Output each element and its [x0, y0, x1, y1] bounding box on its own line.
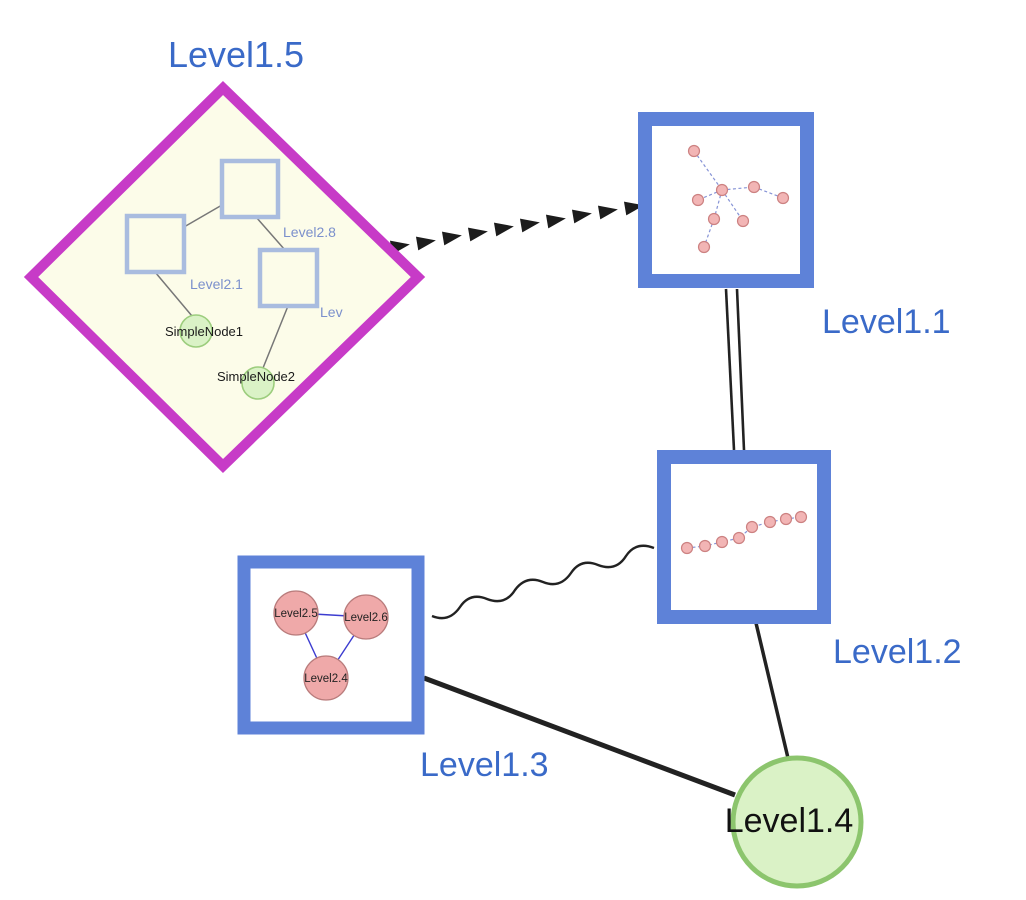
node-label-level2-5: Level2.5 [274, 608, 317, 620]
leaf-node[interactable] [736, 214, 750, 228]
inner-square-label-lev: Lev [320, 304, 343, 320]
inner-square-level2-1[interactable] [124, 213, 187, 275]
leaf-node[interactable] [779, 512, 793, 526]
node-label-level1-2: Level1.2 [833, 633, 962, 671]
leaf-node[interactable] [745, 520, 759, 534]
node-label-level1-4: Level1.4 [725, 802, 854, 840]
simple-node-1-label: SimpleNode1 [165, 324, 243, 339]
node-level2-5[interactable] [273, 590, 319, 636]
group-node-level1-3: Level2.5 Level2.6 Level2.4 [237, 555, 425, 735]
leaf-node[interactable] [707, 212, 721, 226]
edge-level1-3-level1-2-wavy[interactable] [431, 544, 655, 620]
leaf-node[interactable] [763, 515, 777, 529]
leaf-node[interactable] [715, 535, 729, 549]
simple-node-1[interactable] [179, 314, 213, 348]
level1-1-mini-graph [687, 144, 790, 254]
mini-edges [693, 150, 784, 248]
node-level2-4[interactable] [303, 655, 349, 701]
level1-3-square[interactable] [237, 555, 425, 735]
node-label-level1-3: Level1.3 [420, 746, 549, 784]
inner-square-level2-8[interactable] [219, 158, 281, 220]
edge-level1-2-level1-4[interactable] [754, 622, 790, 759]
level1-4-circle[interactable] [730, 755, 864, 889]
simple-node-2[interactable] [241, 366, 275, 400]
leaf-node[interactable] [776, 191, 790, 205]
group-node-level1-2 [657, 450, 831, 624]
node-label-level2-4: Level2.4 [304, 673, 348, 685]
group-node-level1-5: Level2.8 Level2.1 Lev SimpleNode1 Simple… [23, 81, 426, 473]
edge-level1-1-level1-2[interactable] [724, 288, 746, 451]
leaf-node[interactable] [687, 144, 701, 158]
inner-square-label-level2-1: Level2.1 [190, 276, 243, 292]
level1-3-mini-graph: Level2.5 Level2.6 Level2.4 [273, 590, 389, 701]
level1-5-diamond[interactable] [23, 81, 426, 473]
mini-edges [686, 516, 802, 549]
leaf-node[interactable] [747, 180, 761, 194]
group-node-level1-1 [638, 112, 814, 288]
inner-square-label-level2-8: Level2.8 [283, 224, 336, 240]
level1-2-mini-graph [680, 510, 808, 555]
leaf-node[interactable] [697, 240, 711, 254]
group-node-level1-4: Level1.4 [725, 755, 864, 889]
leaf-node[interactable] [698, 539, 712, 553]
leaf-node[interactable] [794, 510, 808, 524]
node-label-level2-6: Level2.6 [344, 612, 387, 624]
leaf-node[interactable] [691, 193, 705, 207]
inner-square-lev[interactable] [257, 247, 320, 309]
leaf-node[interactable] [680, 541, 694, 555]
simple-node-2-label: SimpleNode2 [217, 369, 295, 384]
edge-level1-5-level1-1-arrow[interactable] [389, 198, 646, 255]
node-level2-6[interactable] [343, 594, 389, 640]
leaf-node[interactable] [732, 531, 746, 545]
node-label-level1-5: Level1.5 [168, 34, 304, 75]
edge-level1-3-level1-4[interactable] [423, 675, 736, 798]
inner-edges-level1-5 [154, 204, 289, 369]
leaf-node[interactable] [715, 183, 729, 197]
node-label-level1-1: Level1.1 [822, 303, 951, 341]
